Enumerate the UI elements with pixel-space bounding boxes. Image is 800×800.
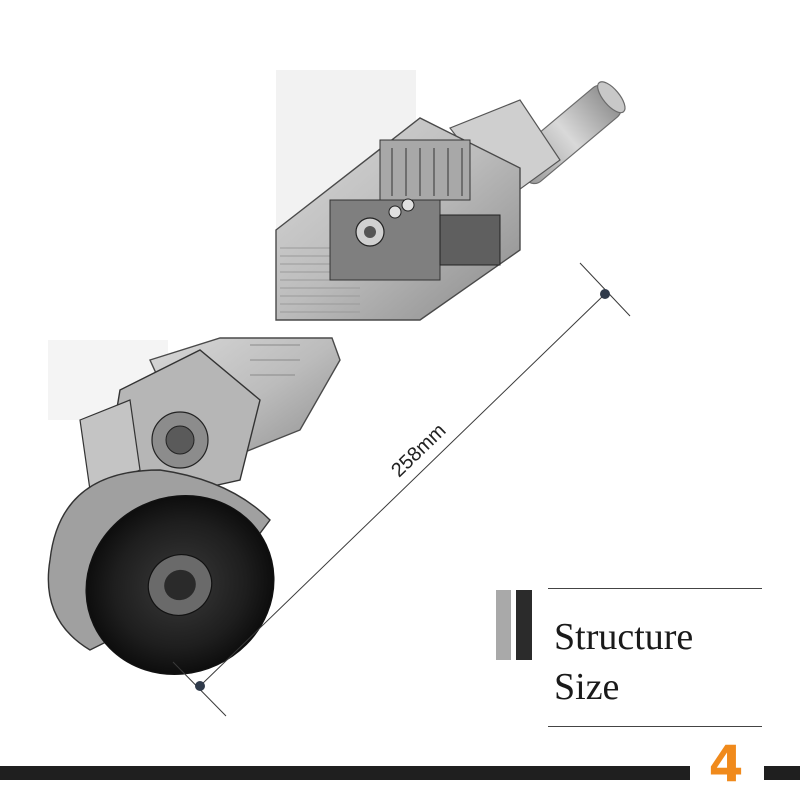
footer-bar-left	[0, 766, 690, 780]
title-rule-top	[548, 588, 762, 589]
title-block: Structure Size	[496, 584, 766, 729]
gear-head-section	[47, 337, 341, 676]
dimension-endpoint-top	[600, 289, 610, 299]
title-rule-bottom	[548, 726, 762, 727]
dimension-label: 258mm	[387, 420, 450, 482]
dimension-endpoint-bottom	[195, 681, 205, 691]
page-number: 4	[708, 735, 744, 793]
title-line-size: Size	[554, 666, 620, 708]
section-title: Structure Size	[554, 612, 693, 712]
motor-section	[275, 70, 626, 321]
title-bar-dark	[516, 590, 532, 660]
title-bar-light	[496, 590, 511, 660]
title-line-structure: Structure	[554, 616, 694, 658]
footer-bar-right	[764, 766, 800, 780]
